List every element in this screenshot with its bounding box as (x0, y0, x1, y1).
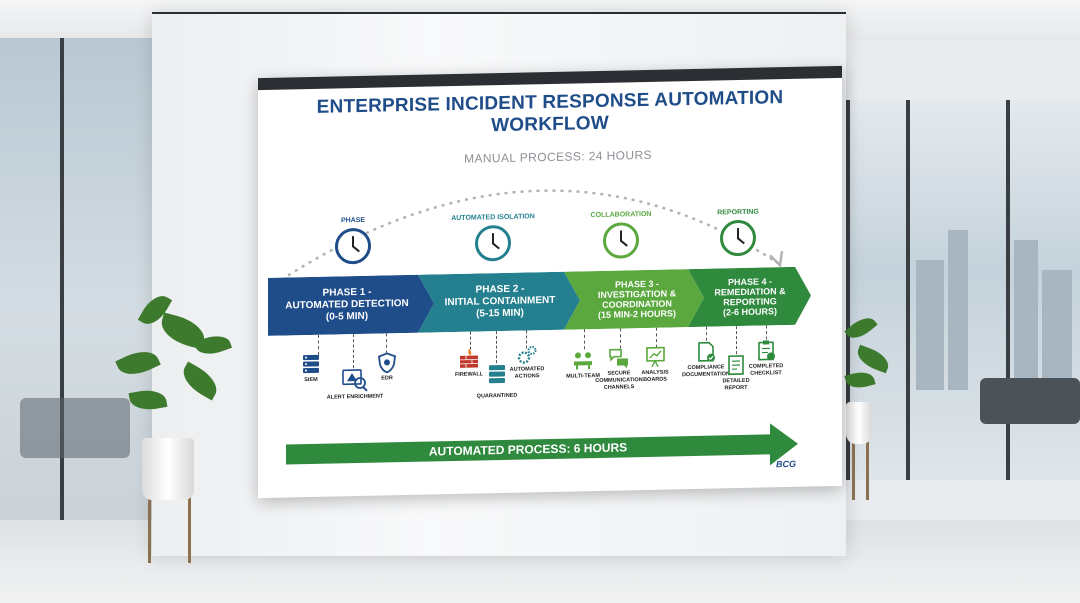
plant-pot (846, 402, 872, 444)
secure-label-3: CHANNELS (603, 384, 635, 391)
shield-icon (378, 352, 396, 374)
city-building (1042, 270, 1072, 390)
checklist-label-2: CHECKLIST (750, 370, 782, 377)
chat-bubbles-icon (609, 348, 628, 369)
report-icon (728, 355, 744, 376)
siem-label: SIEM (304, 376, 318, 384)
checklist-icon (758, 340, 775, 361)
server-icon (303, 354, 319, 374)
phase-chevron-band (268, 266, 811, 336)
quarantined-label: QUARANTINED (476, 392, 518, 400)
right-window (846, 100, 1080, 480)
plant-stand-leg (148, 495, 151, 563)
report-label-2: REPORT (724, 384, 748, 392)
edr-label: EDR (381, 375, 393, 382)
quarantine-server-icon (489, 364, 505, 384)
city-building (1014, 240, 1038, 390)
plant-stand-leg (852, 440, 855, 500)
glass-mullion (846, 100, 850, 480)
alert-magnifier-icon (342, 369, 368, 392)
connector-line (706, 326, 707, 341)
document-check-icon (698, 341, 715, 362)
glass-mullion (1006, 100, 1010, 480)
lounge-sofa (980, 378, 1080, 424)
glass-mullion (60, 38, 64, 538)
phase-1-line3: (0-5 MIN) (325, 310, 369, 323)
automated-process-arrow: AUTOMATED PROCESS: 6 HOURS (286, 434, 770, 465)
city-building (916, 260, 944, 390)
firewall-icon (460, 348, 478, 368)
bcg-logo: BCG (776, 458, 796, 470)
connector-line (736, 326, 737, 355)
connector-line (496, 331, 497, 364)
plant-stand-leg (866, 440, 869, 500)
workflow-poster: ENTERPRISE INCIDENT RESPONSE AUTOMATION … (258, 65, 842, 499)
gears-icon (517, 345, 537, 364)
phase-3-line4: (15 MIN-2 HOURS) (597, 308, 676, 320)
alert-enrichment-label: ALERT ENRICHMENT (326, 393, 384, 401)
glass-mullion (906, 100, 910, 480)
phase-2-chevron: PHASE 2 - INITIAL CONTAINMENT (5-15 MIN) (430, 272, 570, 333)
phase-3-chevron: PHASE 3 - INVESTIGATION & COORDINATION (… (576, 269, 698, 330)
team-meeting-icon (574, 352, 592, 370)
connector-line (766, 325, 767, 340)
connector-line (584, 329, 585, 350)
connector-line (353, 334, 354, 369)
plant-stand-leg (188, 495, 191, 563)
left-glass-partition (0, 38, 152, 538)
presentation-board-icon (646, 346, 665, 368)
phase-4-chevron: PHASE 4 - REMEDIATION & REPORTING (2-6 H… (698, 267, 802, 327)
phase-1-chevron: PHASE 1 - AUTOMATED DETECTION (0-5 MIN) (276, 275, 418, 336)
city-building (948, 230, 968, 390)
phase-4-line4: (2-6 HOURS) (722, 306, 777, 318)
plant-pot (142, 438, 194, 500)
office-chair (20, 398, 130, 458)
phase-2-line3: (5-15 MIN) (476, 307, 524, 320)
